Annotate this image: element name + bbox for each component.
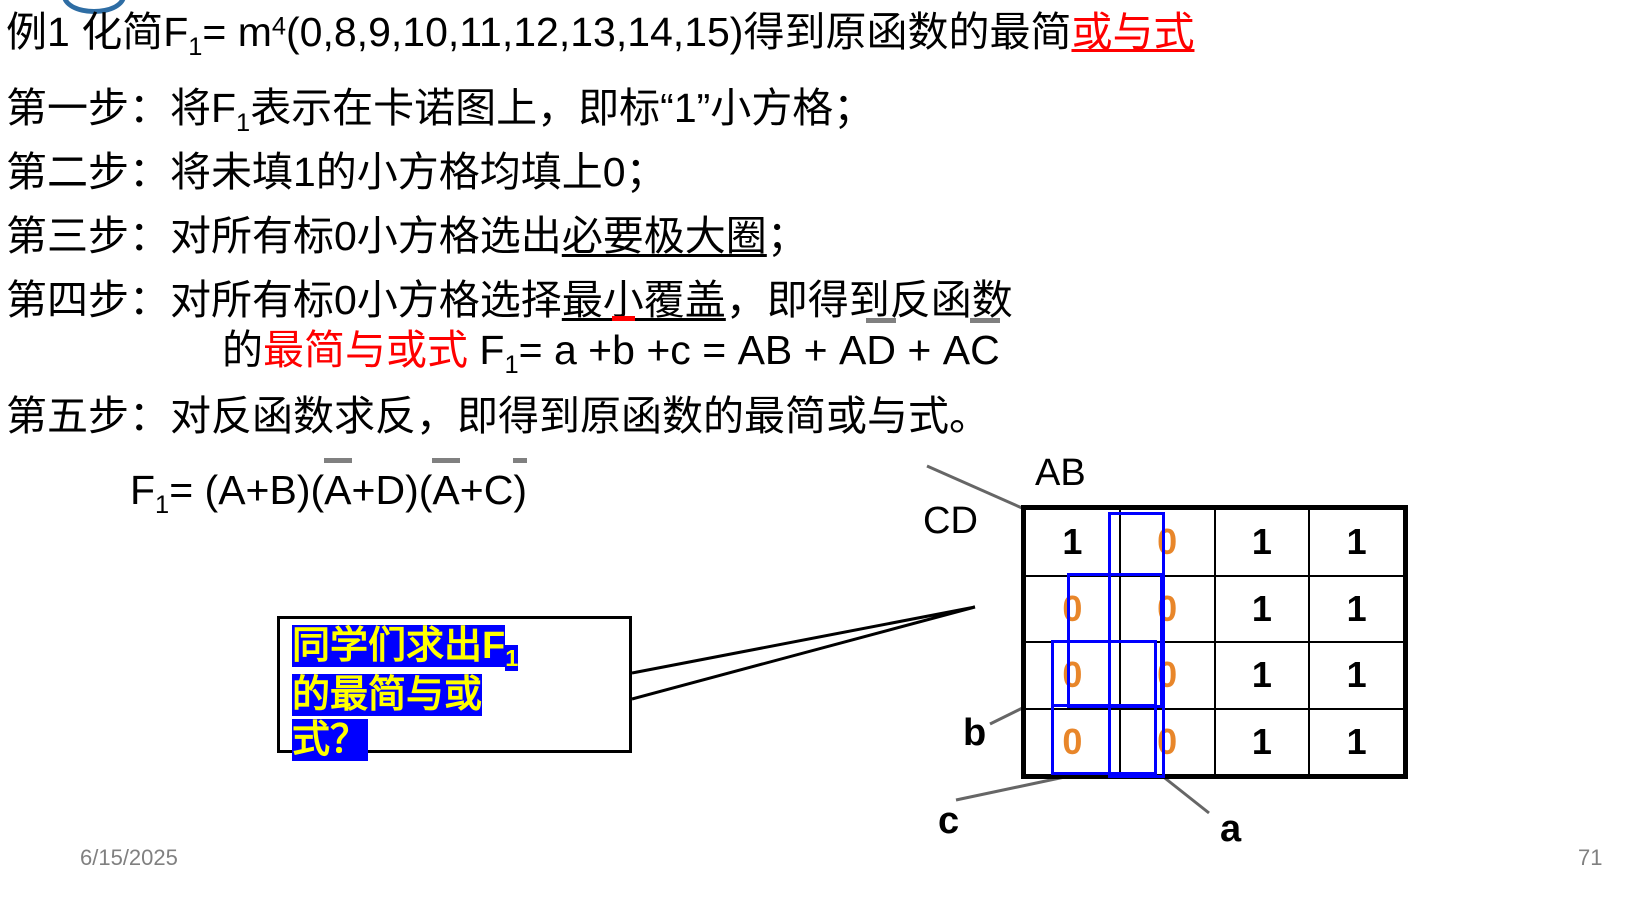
inverse-term-ad-d: D	[866, 317, 896, 373]
kmap-cell-r1c2: 1	[1215, 576, 1309, 641]
step-5-text: 第五步：对反函数求反，即得到原函数的最简或与式。	[6, 393, 990, 439]
inverse-term-b: b	[612, 316, 635, 373]
kmap-cell-r0c0: 1	[1026, 510, 1119, 575]
step-1-rest: 表示在卡诺图上，即标“1”小方格；	[250, 85, 875, 131]
original-formula-line: F1= (A+B)(A+D)(A+C)	[130, 457, 527, 519]
kmap-group-b-label: b	[963, 712, 987, 754]
original-formula-eq: =	[169, 467, 194, 513]
kmap-cell-r2c1: 0	[1120, 643, 1214, 708]
inverse-term-c: c	[670, 327, 691, 373]
step-3-rest: ；	[766, 213, 808, 259]
inverse-formula-eq: =	[518, 327, 543, 373]
step-4-rest: ，即得到反函数	[725, 277, 1013, 323]
kmap-cell-r2c2: 1	[1215, 643, 1309, 708]
kmap-cell-r0c3: 1	[1310, 510, 1403, 575]
headline: 例1 化简F1= m4(0,8,9,10,11,12,13,14,15)得到原函…	[6, 12, 1194, 60]
kmap-cell-r1c3: 1	[1310, 576, 1403, 641]
kmap-axis-ab-label: AB	[1035, 452, 1086, 494]
step-3-line: 第三步：对所有标0小方格选出必要极大圈；	[6, 216, 808, 257]
group-a-leader-line	[1160, 773, 1210, 815]
step-3-underlined: 必要极大圈	[561, 213, 767, 259]
headline-eq: = m	[202, 9, 272, 55]
kmap-cell-r3c0: 0	[1026, 709, 1119, 774]
inverse-formula-fname: F	[479, 327, 505, 373]
original-group-3-close: )	[513, 457, 527, 513]
kmap-axis-cd-label: CD	[923, 500, 978, 542]
step-4-prefix: 第四步：对所有标0小方格选择	[6, 277, 562, 323]
inverse-formula-lead: 的	[222, 327, 263, 373]
original-formula-fname: F	[130, 467, 156, 513]
headline-superscript: 4	[271, 12, 287, 41]
kmap-cell-r3c2: 1	[1215, 709, 1309, 774]
kmap-group-a-box	[1108, 512, 1165, 778]
inverse-plus-1: +	[588, 327, 613, 373]
footer-page-number: 71	[1578, 845, 1603, 870]
step-4-underlined: 最小覆盖	[561, 277, 726, 323]
inverse-term-a: a	[553, 327, 577, 373]
step-5-line: 第五步：对反函数求反，即得到原函数的最简或与式。	[6, 396, 990, 437]
kmap-group-row-box	[1051, 640, 1157, 707]
original-formula-fsub: 1	[155, 490, 170, 519]
kmap-group-c-label: c	[938, 800, 960, 842]
step-4-line: 第四步：对所有标0小方格选择最小覆盖，即得到反函数	[6, 280, 1013, 321]
inverse-term-ab: AB	[737, 327, 793, 373]
original-group-2-a: A	[324, 457, 352, 513]
inverse-plus-3: +	[803, 327, 828, 373]
inverse-eq-2: =	[702, 327, 727, 373]
step-1-prefix: 第一步：将F	[6, 85, 237, 131]
kmap-cell-r3c3: 1	[1310, 709, 1403, 774]
inverse-term-ad-a: A	[839, 327, 867, 373]
inverse-formula-line: 的最简与或式 F1= a +b +c = AB + AD + AC	[222, 316, 1000, 379]
kmap-cell-r2c3: 1	[1310, 643, 1403, 708]
callout-pointer-icon	[631, 605, 976, 701]
callout-line-1-sub: 1	[505, 645, 519, 672]
callout-line-1: 同学们求出F	[292, 625, 506, 667]
headline-prefix: 例1 化简F	[6, 9, 189, 55]
original-group-3-a: A	[432, 457, 461, 513]
inverse-plus-2: +	[646, 327, 671, 373]
callout-line-3: 式？	[292, 718, 369, 761]
headline-subscript: 1	[188, 32, 203, 61]
kmap-group-a-label: a	[1220, 808, 1242, 850]
step-2-text: 第二步：将未填1的小方格均填上0；	[6, 149, 667, 195]
footer-date: 6/15/2025	[80, 845, 178, 870]
step-2-line: 第二步：将未填1的小方格均填上0；	[6, 152, 667, 193]
inverse-term-ac-c: C	[970, 317, 1000, 373]
headline-highlight: 或与式	[1071, 9, 1195, 55]
question-callout-text: 同学们求出F1 的最简与或式？	[292, 624, 564, 763]
kmap-cell-r0c2: 1	[1215, 510, 1309, 575]
step-1-subscript: 1	[236, 108, 251, 137]
inverse-formula-fsub: 1	[504, 350, 519, 379]
inverse-term-ac-a: A	[942, 327, 971, 373]
callout-line-2: 的最简与或	[292, 674, 483, 717]
step-1-line: 第一步：将F1表示在卡诺图上，即标“1”小方格；	[6, 88, 874, 136]
step-3-prefix: 第三步：对所有标0小方格选出	[6, 213, 562, 259]
kmap-cell-r2c0: 0	[1026, 643, 1119, 708]
original-group-1: (A+B)	[204, 467, 311, 513]
headline-minterms: (0,8,9,10,11,12,13,14,15)得到原函数的最简	[286, 9, 1072, 55]
inverse-formula-red-label: 最简与或式	[263, 327, 468, 373]
inverse-plus-4: +	[907, 327, 932, 373]
